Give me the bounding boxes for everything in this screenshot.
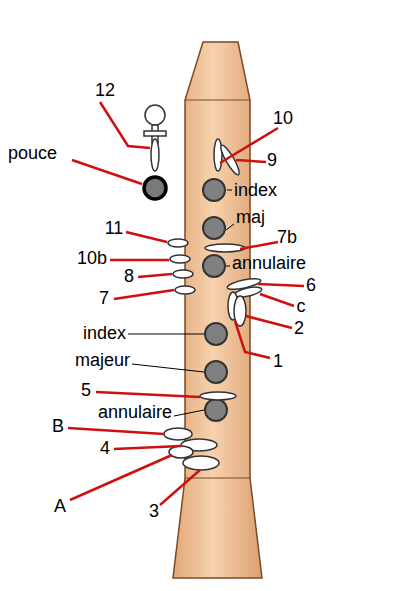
callout-number: 8: [124, 266, 134, 286]
joint-line: [185, 100, 250, 101]
callout-number: pouce: [8, 143, 57, 163]
finger-label: maj: [236, 207, 265, 227]
callout-number: 6: [306, 275, 316, 295]
callout-number: 2: [294, 318, 304, 338]
register-key: [144, 105, 166, 171]
callout-number: 4: [100, 438, 110, 458]
joint-line: [185, 478, 250, 479]
leader-lines: [68, 102, 304, 505]
callout-number: 9: [267, 150, 277, 170]
callout-number: 1: [273, 351, 283, 371]
tone-holes: [203, 179, 227, 421]
finger-label: annulaire: [232, 253, 306, 273]
callout-number: 5: [81, 380, 91, 400]
leader-lines: [128, 190, 234, 416]
callout-number: 12: [95, 80, 115, 100]
thumb-hole: [144, 177, 166, 199]
callout-number: 10b: [77, 248, 107, 268]
callout-number: A: [54, 496, 66, 516]
callout-number: B: [52, 416, 64, 436]
callout-number: 3: [149, 501, 159, 521]
callout-number: 10: [273, 108, 293, 128]
callout-number: 7: [99, 288, 109, 308]
clarinet-body: [173, 42, 262, 578]
callout-number: 11: [105, 218, 124, 238]
finger-label: annulaire: [98, 402, 172, 422]
callout-number: 7b: [277, 227, 297, 247]
finger-label: majeur: [75, 350, 130, 370]
finger-label: index: [234, 180, 277, 200]
callout-number: c: [297, 296, 306, 316]
finger-label: index: [83, 323, 126, 343]
